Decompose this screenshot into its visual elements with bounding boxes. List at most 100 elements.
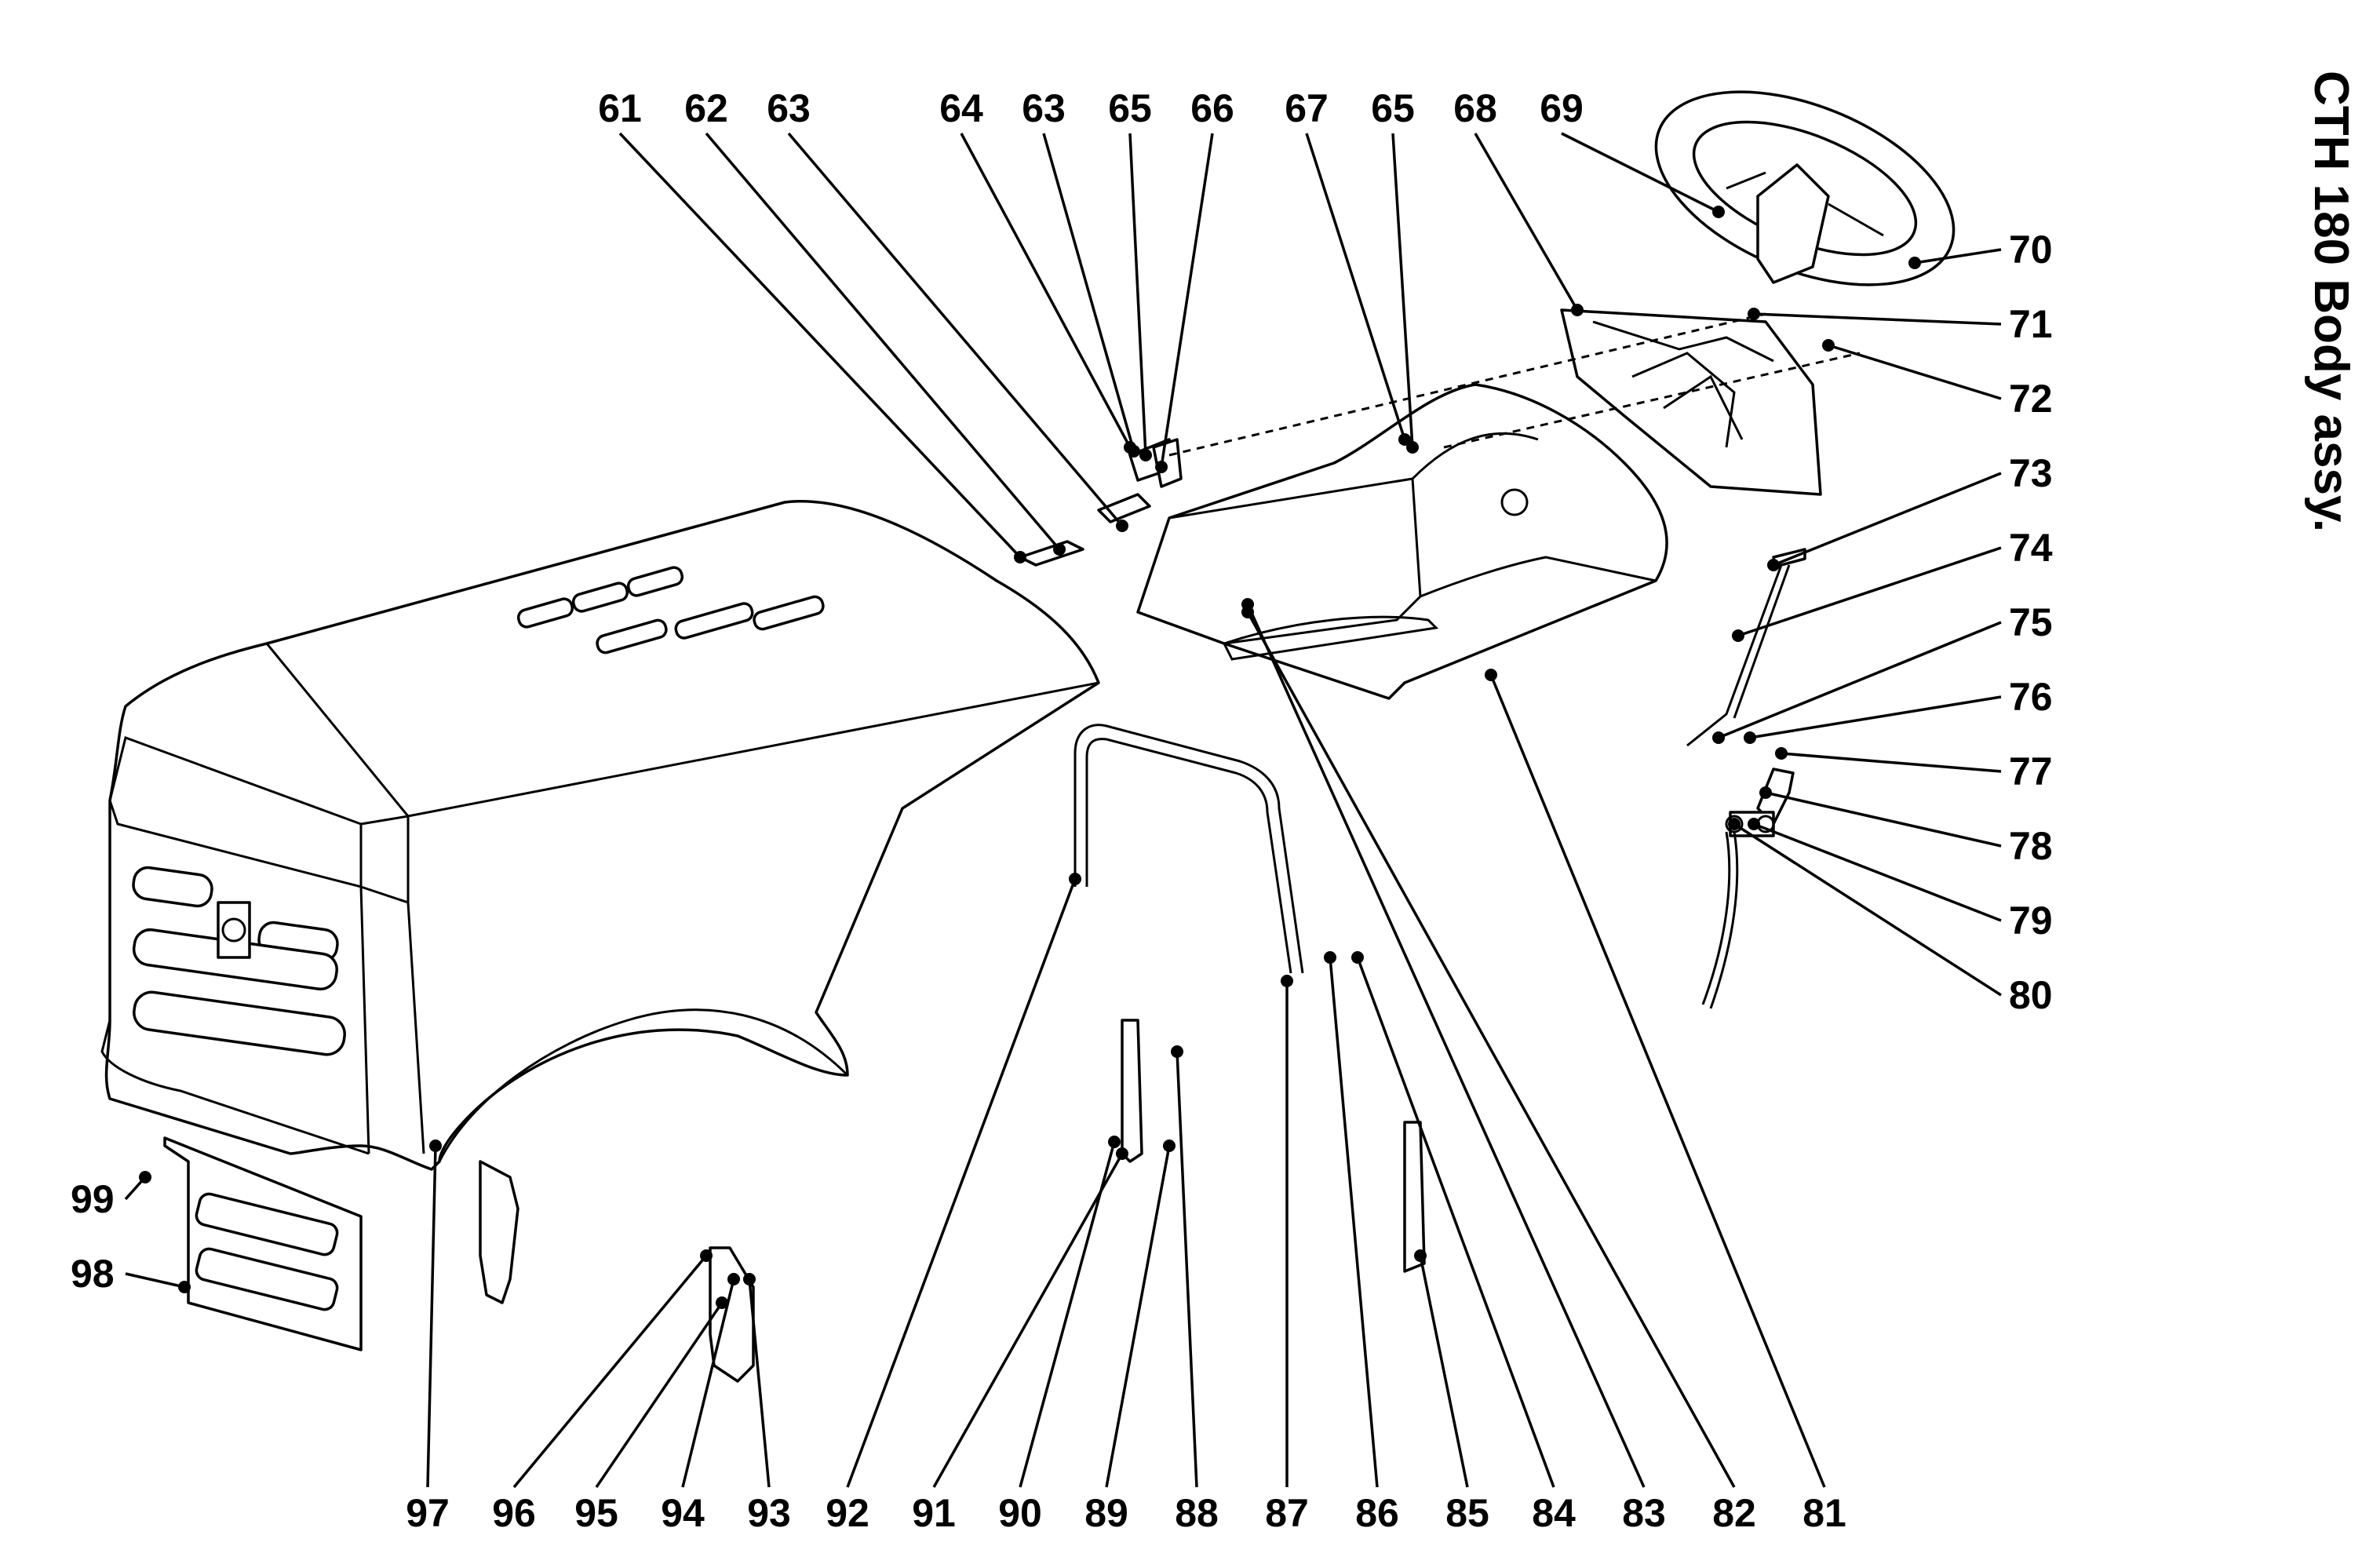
leader-dot <box>1406 441 1419 454</box>
leader-line <box>1773 472 2002 567</box>
leader-line <box>1474 133 1579 311</box>
leader-dot <box>1712 731 1725 744</box>
callout-number: 70 <box>2009 228 2053 272</box>
leader-dot <box>1712 206 1725 218</box>
callout-number: 75 <box>2009 600 2053 644</box>
callout-number: 62 <box>684 86 728 130</box>
callout-number: 91 <box>912 1491 956 1535</box>
leader-line <box>846 878 1077 1488</box>
leader-line <box>1753 822 2002 922</box>
leader-line <box>1329 957 1379 1488</box>
leader-line <box>1391 133 1414 448</box>
callout-number: 69 <box>1540 86 1584 130</box>
leader-line <box>1176 1051 1198 1488</box>
leader-line <box>1160 133 1214 468</box>
leader-line <box>1489 674 1826 1488</box>
callout-number: 79 <box>2009 899 2053 943</box>
alignment-line <box>1168 312 1766 457</box>
leader-dot <box>1748 308 1760 320</box>
leader-line <box>1042 133 1135 452</box>
leader-line <box>1828 344 2002 400</box>
leader-line <box>1246 603 1646 1488</box>
callout-number: 78 <box>2009 824 2053 868</box>
leader-dot <box>139 1171 151 1183</box>
callout-number: 81 <box>1802 1491 1846 1535</box>
callout-number: 97 <box>406 1491 450 1535</box>
leader-dot <box>1728 818 1741 830</box>
leader-dot <box>1281 975 1293 987</box>
leader-line <box>1419 1255 1469 1488</box>
leader-dot <box>700 1249 713 1262</box>
callout-number: 68 <box>1453 86 1497 130</box>
callout-number: 64 <box>939 86 983 130</box>
leader-line <box>1019 1141 1116 1488</box>
leader-dot <box>1744 731 1756 744</box>
support-bar <box>1073 724 1304 974</box>
leader-dot <box>1759 786 1772 799</box>
leader-dot <box>1053 543 1066 556</box>
leader-dot <box>743 1273 756 1285</box>
lower-brackets <box>479 1160 755 1383</box>
leader-dot <box>1128 445 1140 458</box>
callout-number: 92 <box>826 1491 869 1535</box>
callout-number: 72 <box>2009 377 2053 421</box>
leader-dot <box>1069 873 1081 885</box>
callout-number: 95 <box>574 1491 618 1535</box>
callout-number: 67 <box>1285 86 1329 130</box>
callout-number: 99 <box>71 1177 115 1221</box>
dash-console <box>1136 383 1668 700</box>
callout-number: 90 <box>998 1491 1042 1535</box>
leader-line <box>512 1254 708 1489</box>
leader-line <box>125 1272 185 1289</box>
alignment-line <box>1443 352 1861 449</box>
leader-dot <box>1324 951 1336 964</box>
leader-dot <box>1116 520 1128 532</box>
leader-line <box>1749 695 2002 739</box>
leader-dot <box>1571 304 1584 316</box>
leader-dot <box>1171 1045 1183 1058</box>
callout-number: 98 <box>71 1252 115 1296</box>
callout-number: 89 <box>1084 1491 1128 1535</box>
leader-dot <box>1014 551 1026 563</box>
leader-dot <box>1241 598 1254 611</box>
leader-dot <box>1139 449 1152 461</box>
callout-number: 84 <box>1532 1491 1576 1535</box>
leader-dot <box>1748 818 1760 830</box>
leader-dot <box>1351 951 1364 964</box>
leader-dot <box>178 1281 191 1293</box>
leader-line <box>426 1145 437 1488</box>
callout-number: 65 <box>1108 86 1152 130</box>
leader-line <box>1737 546 2002 637</box>
leader-line <box>1765 791 2002 848</box>
leader-dot <box>716 1296 728 1309</box>
leader-line <box>1246 611 1736 1488</box>
leader-line <box>705 132 1061 551</box>
hood <box>100 500 1100 1171</box>
leader-line <box>1781 752 2002 773</box>
leader-line <box>1356 957 1555 1488</box>
leader-line <box>1753 312 2002 326</box>
callout-number: 93 <box>747 1491 791 1535</box>
callout-number: 82 <box>1712 1491 1756 1535</box>
leader-dot <box>727 1273 740 1285</box>
callout-number: 80 <box>2009 973 2053 1017</box>
leader-line <box>960 133 1132 448</box>
callout-number: 83 <box>1622 1491 1666 1535</box>
leader-line <box>681 1278 735 1488</box>
callout-number: 73 <box>2009 451 2053 495</box>
callout-number: 87 <box>1265 1491 1309 1535</box>
leader-dot <box>1485 669 1497 681</box>
leader-dot <box>429 1140 442 1152</box>
callout-number: 74 <box>2009 526 2053 570</box>
leader-line <box>1105 1145 1171 1488</box>
callout-number: 85 <box>1445 1491 1489 1535</box>
diagram-title: CTH 180 Body assy. <box>2304 71 2358 532</box>
leader-line <box>618 132 1022 559</box>
leader-line <box>1305 133 1406 440</box>
leader-dot <box>1414 1249 1427 1262</box>
leader-dot <box>1163 1140 1176 1152</box>
leader-line <box>1718 621 2002 739</box>
callout-number: 65 <box>1371 86 1415 130</box>
